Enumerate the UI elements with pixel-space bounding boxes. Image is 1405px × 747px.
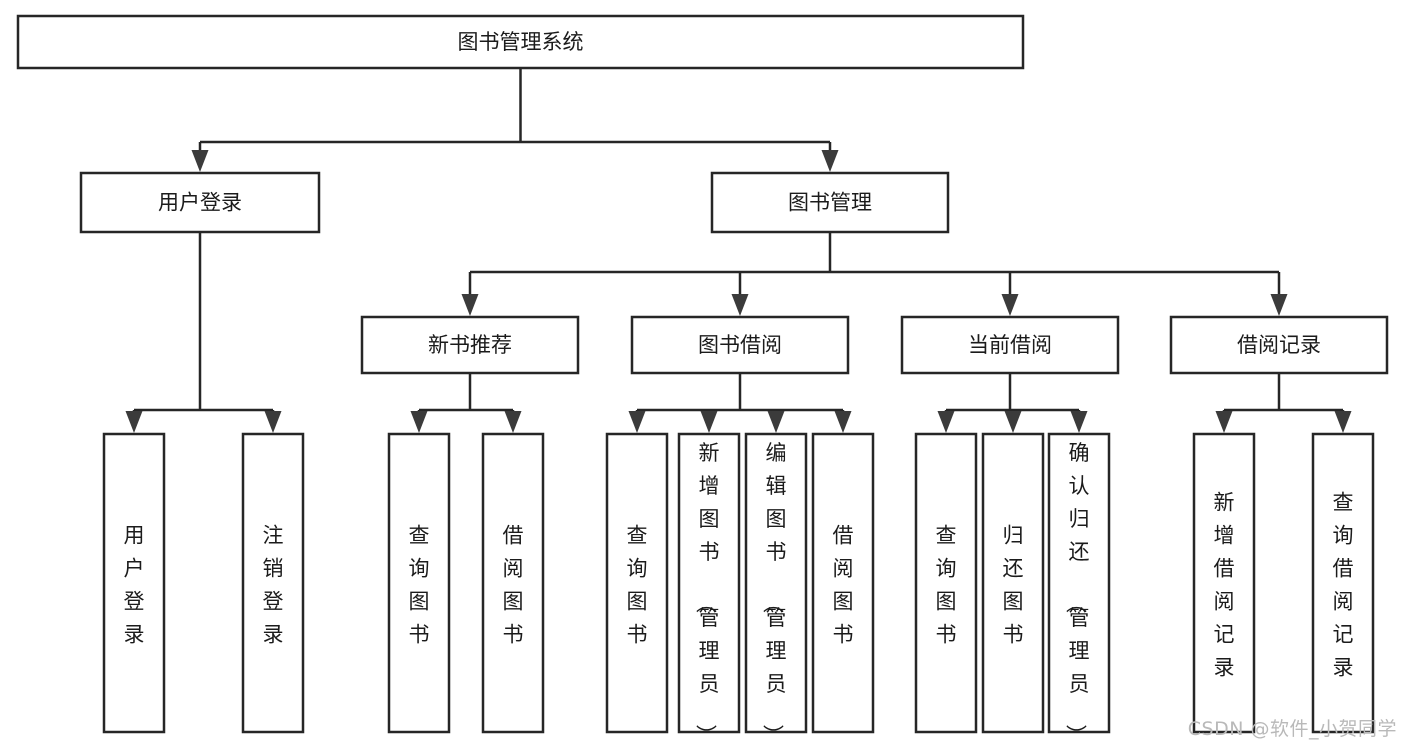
node-label-borrow-record: 借阅记录 (1237, 333, 1321, 357)
arrow-head-leaf-edit-book (767, 411, 785, 433)
edges-from-new-book-rec (410, 373, 522, 433)
node-new-book-rec[interactable]: 新书推荐 (360, 315, 580, 375)
node-box-leaf-borrow-book-2 (811, 432, 875, 734)
edges-from-book-manage (461, 232, 1288, 316)
arrow-head-leaf-query-book-2 (628, 411, 646, 433)
node-box-leaf-query-book-2 (605, 432, 669, 734)
arrow-head-leaf-confirm-return (1070, 411, 1088, 433)
arrow-head-user-login (191, 150, 209, 172)
arrow-head-leaf-query-book-1 (410, 411, 428, 433)
arrow-head-leaf-query-book-3 (937, 411, 955, 433)
node-leaf-query-record[interactable]: 查询借阅记录 (1311, 432, 1375, 734)
node-book-borrow[interactable]: 图书借阅 (630, 315, 850, 375)
node-user-login[interactable]: 用户登录 (79, 171, 321, 234)
node-root[interactable]: 图书管理系统 (16, 14, 1025, 70)
node-leaf-borrow-book-1[interactable]: 借阅图书 (481, 432, 545, 734)
node-leaf-confirm-return[interactable]: 确认归还（管理员） (1047, 432, 1111, 745)
node-box-leaf-return-book (981, 432, 1045, 734)
arrow-head-new-book-rec (461, 294, 479, 316)
node-box-leaf-query-book-1 (387, 432, 451, 734)
arrow-head-leaf-user-login (125, 411, 143, 433)
edges-from-user-login (125, 232, 282, 433)
node-leaf-query-book-1[interactable]: 查询图书 (387, 432, 451, 734)
node-leaf-return-book[interactable]: 归还图书 (981, 432, 1045, 734)
node-book-manage[interactable]: 图书管理 (710, 171, 950, 234)
edges-from-borrow-record (1215, 373, 1352, 433)
node-leaf-query-book-2[interactable]: 查询图书 (605, 432, 669, 734)
node-box-leaf-confirm-return (1047, 432, 1111, 734)
node-label-book-manage: 图书管理 (788, 191, 872, 215)
node-leaf-edit-book[interactable]: 编辑图书（管理员） (744, 432, 808, 745)
node-current-borrow[interactable]: 当前借阅 (900, 315, 1120, 375)
node-box-leaf-query-record (1311, 432, 1375, 734)
arrow-head-leaf-query-record (1334, 411, 1352, 433)
node-box-leaf-edit-book (744, 432, 808, 734)
node-box-leaf-add-book (677, 432, 741, 734)
node-label-new-book-rec: 新书推荐 (428, 333, 512, 357)
node-label-leaf-query-book-1: 查询图书 (409, 524, 430, 647)
node-leaf-query-book-3[interactable]: 查询图书 (914, 432, 978, 734)
node-label-leaf-query-book-3: 查询图书 (936, 524, 957, 647)
node-leaf-add-book[interactable]: 新增图书（管理员） (677, 432, 741, 745)
node-label-leaf-edit-book: 编辑图书（管理员） (761, 441, 787, 745)
edges-from-current-borrow (937, 373, 1088, 433)
node-label-current-borrow: 当前借阅 (968, 333, 1052, 357)
node-label-root: 图书管理系统 (458, 30, 584, 54)
node-box-root (16, 14, 1025, 70)
node-box-user-login (79, 171, 321, 234)
arrow-head-leaf-borrow-book-2 (834, 411, 852, 433)
connector-layer (125, 68, 1352, 433)
node-borrow-record[interactable]: 借阅记录 (1169, 315, 1389, 375)
edges-from-root (191, 68, 839, 172)
node-label-leaf-add-book: 新增图书（管理员） (694, 441, 720, 745)
node-box-leaf-logout (241, 432, 305, 734)
node-layer: 图书管理系统用户登录图书管理新书推荐图书借阅当前借阅借阅记录用户登录注销登录查询… (16, 14, 1389, 745)
arrow-head-current-borrow (1001, 294, 1019, 316)
arrow-head-leaf-add-record (1215, 411, 1233, 433)
arrow-head-book-manage (821, 150, 839, 172)
node-box-borrow-record (1169, 315, 1389, 375)
node-leaf-add-record[interactable]: 新增借阅记录 (1192, 432, 1256, 734)
arrow-head-borrow-record (1270, 294, 1288, 316)
node-box-leaf-borrow-book-1 (481, 432, 545, 734)
node-box-leaf-add-record (1192, 432, 1256, 734)
node-label-user-login: 用户登录 (158, 191, 242, 215)
node-box-current-borrow (900, 315, 1120, 375)
node-label-leaf-logout: 注销登录 (263, 524, 284, 647)
node-leaf-borrow-book-2[interactable]: 借阅图书 (811, 432, 875, 734)
arrow-head-leaf-add-book (700, 411, 718, 433)
node-label-leaf-return-book: 归还图书 (1003, 524, 1024, 647)
node-label-leaf-add-record: 新增借阅记录 (1214, 491, 1235, 680)
node-box-leaf-user-login (102, 432, 166, 734)
node-label-leaf-borrow-book-1: 借阅图书 (503, 524, 524, 647)
node-label-leaf-confirm-return: 确认归还（管理员） (1064, 441, 1090, 745)
node-box-leaf-query-book-3 (914, 432, 978, 734)
edges-from-book-borrow (628, 373, 852, 433)
node-label-leaf-query-book-2: 查询图书 (627, 524, 648, 647)
node-label-leaf-borrow-book-2: 借阅图书 (833, 524, 854, 647)
node-box-book-borrow (630, 315, 850, 375)
node-label-leaf-query-record: 查询借阅记录 (1333, 491, 1354, 680)
node-box-new-book-rec (360, 315, 580, 375)
node-label-book-borrow: 图书借阅 (698, 333, 782, 357)
arrow-head-leaf-logout (264, 411, 282, 433)
arrow-head-leaf-borrow-book-1 (504, 411, 522, 433)
node-leaf-logout[interactable]: 注销登录 (241, 432, 305, 734)
node-label-leaf-user-login: 用户登录 (124, 524, 145, 647)
arrow-head-book-borrow (731, 294, 749, 316)
node-box-book-manage (710, 171, 950, 234)
arrow-head-leaf-return-book (1004, 411, 1022, 433)
node-leaf-user-login[interactable]: 用户登录 (102, 432, 166, 734)
